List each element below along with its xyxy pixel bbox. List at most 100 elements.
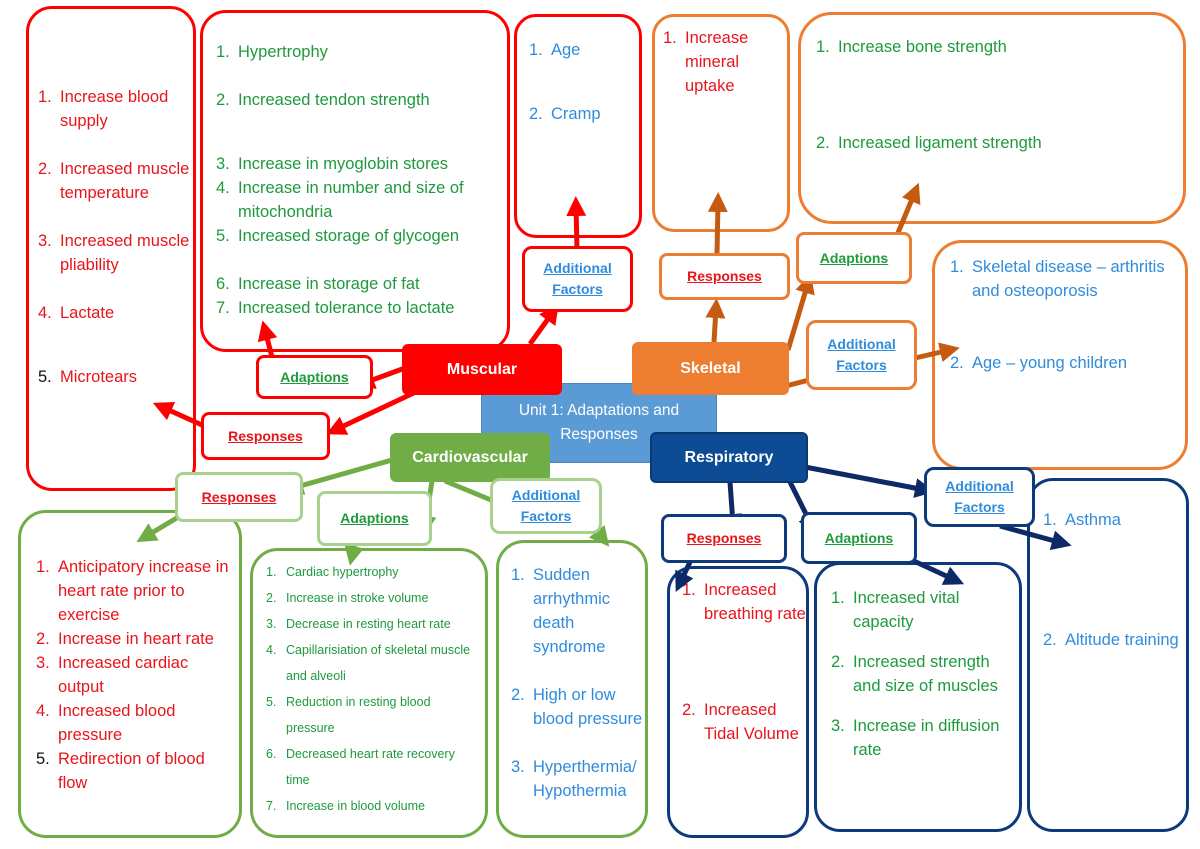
respiratory-factors-label: Additional Factors bbox=[924, 467, 1035, 527]
label-text: Adaptions bbox=[280, 368, 349, 385]
list-item: 4.Increase in number and size of mitocho… bbox=[216, 179, 464, 221]
label-text: Additional Factors bbox=[945, 478, 1014, 515]
list-item: 1.Asthma bbox=[1043, 511, 1121, 529]
list-item: 2.High or low blood pressure bbox=[511, 686, 643, 728]
list-item: 1.Hypertrophy bbox=[216, 43, 328, 61]
list-item: 2.Increase in stroke volume bbox=[266, 591, 429, 605]
arrow bbox=[675, 560, 694, 593]
arrow bbox=[566, 196, 587, 251]
skeletal-node-label: Skeletal bbox=[680, 359, 741, 377]
skeletal-node: Skeletal bbox=[632, 342, 789, 395]
cardiovascular-adaptations-box bbox=[250, 548, 488, 838]
respiratory-node-label: Respiratory bbox=[684, 448, 774, 466]
cardiovascular-factors-box bbox=[496, 540, 648, 838]
arrow bbox=[325, 387, 422, 435]
list-item: 2.Increased strength and size of muscles bbox=[831, 653, 998, 695]
respiratory-node: Respiratory bbox=[650, 432, 808, 483]
arrow bbox=[804, 464, 935, 498]
muscular-factors-label: Additional Factors bbox=[522, 246, 633, 312]
respiratory-responses-list: 1.Increased breathing rate 2.Increased T… bbox=[682, 578, 806, 746]
skeletal-adaptations-list: 1.Increase bone strength 2.Increased lig… bbox=[816, 35, 1176, 155]
muscular-responses-box bbox=[26, 6, 196, 491]
list-item: 7.Increased tolerance to lactate bbox=[216, 299, 455, 317]
list-item: 7.Increase in blood volume bbox=[266, 799, 425, 813]
cardiovascular-factors-label: Additional Factors bbox=[490, 478, 602, 534]
cardiovascular-responses-label: Responses bbox=[175, 472, 303, 522]
arrow bbox=[785, 273, 815, 351]
label-text: Responses bbox=[686, 530, 762, 546]
cardiovascular-adaptations-list: 1.Cardiac hypertrophy 2.Increase in stro… bbox=[266, 559, 480, 819]
list-item: 6.Decreased heart rate recovery time bbox=[266, 747, 455, 787]
label-text: Additional Factors bbox=[511, 487, 581, 524]
muscular-factors-list: 1.Age 2.Cramp bbox=[529, 38, 639, 126]
skeletal-adaptions-label: Adaptions bbox=[796, 232, 912, 284]
skeletal-responses-label: Responses bbox=[659, 253, 790, 300]
list-item: 4.Capillarisiation of skeletal muscle an… bbox=[266, 643, 471, 683]
respiratory-adaptations-list: 1.Increased vital capacity 2.Increased s… bbox=[831, 586, 1017, 762]
muscular-node: Muscular bbox=[402, 344, 562, 395]
muscular-adaptations-box bbox=[200, 10, 510, 352]
list-item: 5.Increased storage of glycogen bbox=[216, 227, 460, 245]
respiratory-responses-box bbox=[667, 566, 809, 838]
skeletal-responses-list: 1.Increase mineral uptake bbox=[663, 26, 783, 98]
label-text: Adaptions bbox=[340, 510, 409, 526]
centre-title: Unit 1: Adaptations and Responses bbox=[518, 402, 680, 443]
list-item: 1.Sudden arrhythmic death syndrome bbox=[511, 566, 611, 656]
list-item: 2.Increased Tidal Volume bbox=[682, 701, 799, 743]
list-item: 4.Increased blood pressure bbox=[36, 702, 176, 744]
muscular-responses-label: Responses bbox=[201, 412, 330, 460]
cardiovascular-node: Cardiovascular bbox=[390, 433, 550, 482]
respiratory-adaptations-box bbox=[814, 562, 1022, 832]
cardiovascular-factors-list: 1.Sudden arrhythmic death syndrome 2.Hig… bbox=[511, 563, 643, 803]
label-text: Adaptions bbox=[819, 249, 889, 266]
list-item: 2.Increase in heart rate bbox=[36, 630, 214, 648]
list-item: 2.Cramp bbox=[529, 105, 601, 123]
list-item: 2.Increased tendon strength bbox=[216, 91, 430, 109]
cardiovascular-responses-box bbox=[18, 510, 242, 838]
list-item: 1.Increase mineral uptake bbox=[663, 29, 749, 95]
list-item: 1.Increased breathing rate bbox=[682, 581, 806, 623]
list-item: 1.Age bbox=[529, 41, 581, 59]
muscular-node-label: Muscular bbox=[446, 360, 518, 378]
list-item: 2.Altitude training bbox=[1043, 631, 1179, 649]
list-item: 6.Increase in storage of fat bbox=[216, 275, 420, 293]
arrow bbox=[527, 303, 559, 346]
respiratory-adaptions-label: Adaptions bbox=[801, 512, 917, 564]
list-item: 3.Hyperthermia/ Hypothermia bbox=[511, 758, 637, 800]
cardiovascular-responses-list: 1.Anticipatory increase in heart rate pr… bbox=[36, 555, 236, 795]
respiratory-factors-list: 1.Asthma 2.Altitude training bbox=[1043, 508, 1183, 652]
muscular-adaptions-label: Adaptions bbox=[256, 355, 373, 399]
skeletal-factors-box bbox=[932, 240, 1188, 470]
arrow bbox=[257, 320, 278, 358]
cardiovascular-adaptions-label: Adaptions bbox=[317, 491, 432, 546]
label-text: Additional Factors bbox=[827, 336, 896, 373]
muscular-adaptations-list: 1.Hypertrophy 2.Increased tendon strengt… bbox=[216, 40, 502, 320]
list-item: 3.Increased muscle pliability bbox=[38, 232, 190, 274]
list-item: 1.Anticipatory increase in heart rate pr… bbox=[36, 558, 229, 624]
list-item: 5.Redirection of blood flow bbox=[36, 750, 205, 792]
arrow bbox=[283, 457, 393, 495]
list-item: 1.Cardiac hypertrophy bbox=[266, 565, 399, 579]
label-text: Additional Factors bbox=[543, 260, 612, 297]
list-item: 5.Microtears bbox=[38, 368, 138, 386]
list-item: 3.Increase in diffusion rate bbox=[831, 717, 1000, 759]
skeletal-factors-list: 1.Skeletal disease – arthritis and osteo… bbox=[950, 255, 1180, 375]
list-item: 3.Decrease in resting heart rate bbox=[266, 617, 451, 631]
list-item: 1.Increase blood supply bbox=[38, 88, 169, 130]
list-item: 4.Lactate bbox=[38, 304, 115, 322]
list-item: 3.Increase in myoglobin stores bbox=[216, 155, 449, 173]
list-item: 2.Increased muscle temperature bbox=[38, 160, 190, 202]
label-text: Responses bbox=[687, 268, 762, 284]
skeletal-adaptations-box bbox=[798, 12, 1186, 224]
respiratory-responses-label: Responses bbox=[661, 514, 787, 563]
arrow bbox=[707, 192, 728, 255]
list-item: 5.Reduction in resting blood pressure bbox=[266, 695, 431, 735]
skeletal-factors-label: Additional Factors bbox=[806, 320, 917, 390]
arrow bbox=[999, 523, 1072, 550]
list-item: 1.Increase bone strength bbox=[816, 38, 1007, 56]
arrow bbox=[914, 342, 960, 362]
label-text: Responses bbox=[228, 427, 303, 444]
muscular-responses-list: 1.Increase blood supply 2.Increased musc… bbox=[38, 85, 190, 389]
list-item: 1.Skeletal disease – arthritis and osteo… bbox=[950, 258, 1165, 300]
list-item: 2.Increased ligament strength bbox=[816, 134, 1042, 152]
